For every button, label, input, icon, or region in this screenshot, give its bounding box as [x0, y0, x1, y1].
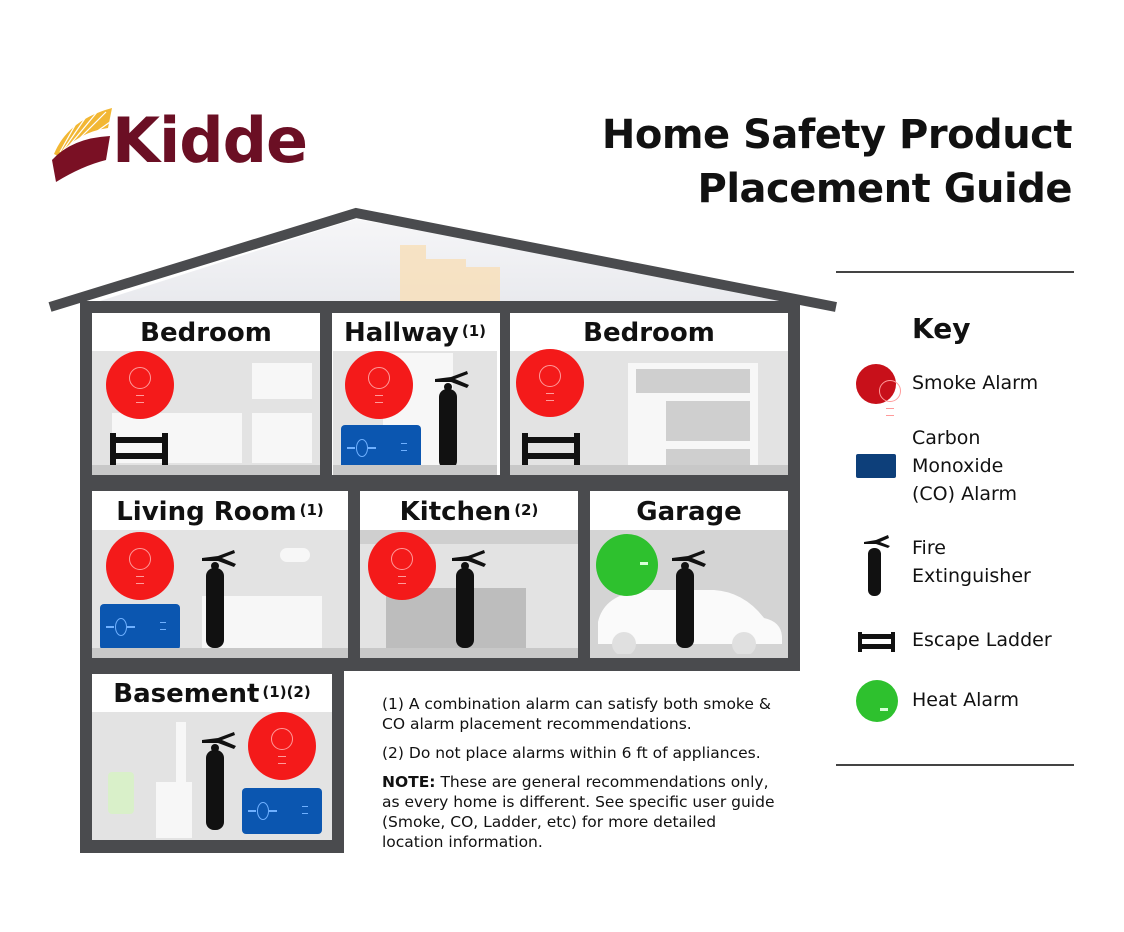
room-basement: Basement(1)(2) — [92, 674, 332, 840]
room-label: Bedroom — [510, 313, 788, 351]
room-label: Basement(1)(2) — [92, 674, 332, 712]
room-bedroom-left: Bedroom — [92, 313, 320, 475]
brand-name: Kidde — [112, 104, 308, 177]
kidde-logo — [48, 100, 308, 190]
key-item-escape-ladder: Escape Ladder — [856, 626, 1086, 656]
tank-decor — [108, 772, 134, 814]
floor — [92, 465, 320, 475]
key-label: Carbon Monoxide (CO) Alarm — [912, 427, 1017, 505]
co-alarm-icon — [100, 604, 180, 650]
smoke-alarm-icon — [856, 364, 901, 416]
footnote-2: (2) Do not place alarms within 6 ft of a… — [382, 744, 761, 762]
key-item-co-alarm: Carbon Monoxide (CO) Alarm — [856, 424, 1086, 510]
key-item-heat-alarm: Heat Alarm — [856, 680, 1086, 722]
footnotes: (1) A combination alarm can satisfy both… — [382, 694, 782, 861]
co-alarm-icon — [341, 425, 421, 471]
title-line-1: Home Safety Product — [601, 112, 1073, 158]
monitor-area — [666, 401, 750, 441]
escape-ladder-icon — [522, 433, 580, 465]
heat-alarm-icon — [596, 534, 658, 596]
title-line-2: Placement Guide — [697, 166, 1073, 212]
sunburst-logo-icon — [52, 108, 112, 182]
key-item-fire-extinguisher: Fire Extinguisher — [856, 534, 1086, 596]
desk-area — [666, 449, 750, 469]
fire-extinguisher-icon — [202, 550, 236, 648]
room-bedroom-right: Bedroom — [510, 313, 788, 475]
key-item-smoke-alarm: Smoke Alarm — [856, 364, 1086, 416]
footnote-1: (1) A combination alarm can satisfy both… — [382, 695, 771, 733]
fire-extinguisher-icon — [672, 550, 706, 648]
floor — [333, 465, 497, 475]
key-title: Key — [912, 312, 971, 345]
smoke-alarm-icon — [368, 532, 436, 600]
co-alarm-icon — [242, 788, 322, 834]
room-hallway: Hallway(1) — [333, 313, 497, 475]
smoke-alarm-icon — [106, 532, 174, 600]
room-living-room: Living Room(1) — [92, 492, 348, 658]
key-label: Escape Ladder — [912, 629, 1052, 651]
room-label: Garage — [590, 492, 788, 530]
smoke-alarm-icon — [345, 351, 413, 419]
room-label: Kitchen(2) — [360, 492, 578, 530]
room-label: Living Room(1) — [92, 492, 348, 530]
fire-extinguisher-icon — [452, 550, 486, 648]
fire-extinguisher-icon — [202, 732, 236, 830]
floor — [92, 648, 348, 658]
smoke-alarm-icon — [248, 712, 316, 780]
room-label: Hallway(1) — [333, 313, 497, 351]
key-label: Fire Extinguisher — [912, 537, 1031, 587]
key-top-rule — [836, 271, 1074, 273]
fire-extinguisher-icon — [864, 535, 890, 596]
smoke-alarm-icon — [516, 349, 584, 417]
floor — [510, 465, 788, 475]
room-kitchen: Kitchen(2) — [360, 492, 578, 658]
furnace-decor — [156, 782, 192, 838]
fire-extinguisher-icon — [435, 371, 469, 469]
lamp-decor — [280, 548, 310, 562]
key-label: Heat Alarm — [912, 689, 1020, 711]
escape-ladder-icon — [110, 433, 168, 465]
heat-alarm-icon — [856, 680, 898, 722]
key-bottom-rule — [836, 764, 1074, 766]
room-garage: Garage — [590, 492, 788, 658]
dresser-decor — [252, 413, 312, 463]
window-decor — [252, 363, 312, 399]
room-label: Bedroom — [92, 313, 320, 351]
escape-ladder-icon — [858, 632, 895, 652]
shelf-top — [636, 369, 750, 393]
pipe-decor — [176, 722, 186, 782]
floor — [360, 648, 578, 658]
general-note: NOTE: These are general recommendations … — [382, 773, 775, 851]
co-alarm-icon — [856, 454, 896, 478]
page-title: Home Safety Product Placement Guide — [601, 108, 1073, 216]
smoke-alarm-icon — [106, 351, 174, 419]
key-label: Smoke Alarm — [912, 372, 1039, 394]
